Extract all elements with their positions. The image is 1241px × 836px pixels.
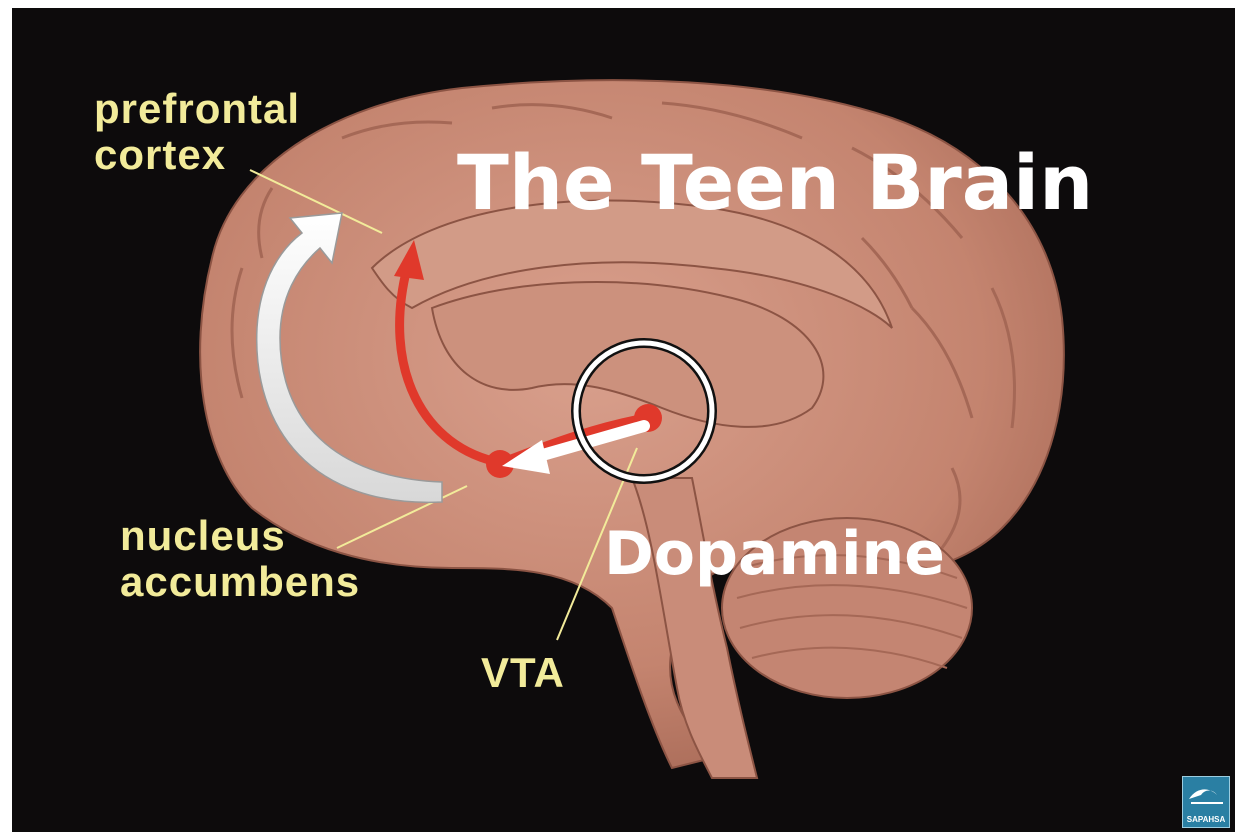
nucleus-accumbens-label-line2: accumbens xyxy=(120,559,360,605)
prefrontal-cortex-label-line1: prefrontal xyxy=(94,86,300,132)
prefrontal-cortex-label-line2: cortex xyxy=(94,132,300,178)
logo-text: SAPAHSA xyxy=(1183,815,1229,824)
nucleus-accumbens-label: nucleus accumbens xyxy=(120,513,360,605)
nucleus-accumbens-label-line1: nucleus xyxy=(120,513,360,559)
dopamine-label: Dopamine xyxy=(604,518,945,590)
prefrontal-cortex-label: prefrontal cortex xyxy=(94,86,300,178)
slide: prefrontal cortex nucleus accumbens VTA … xyxy=(12,8,1235,832)
slide-title: The Teen Brain xyxy=(457,138,1093,228)
vta-label: VTA xyxy=(481,650,565,696)
wave-logo-icon: SAPAHSA xyxy=(1182,776,1230,828)
wave-icon xyxy=(1183,777,1229,811)
